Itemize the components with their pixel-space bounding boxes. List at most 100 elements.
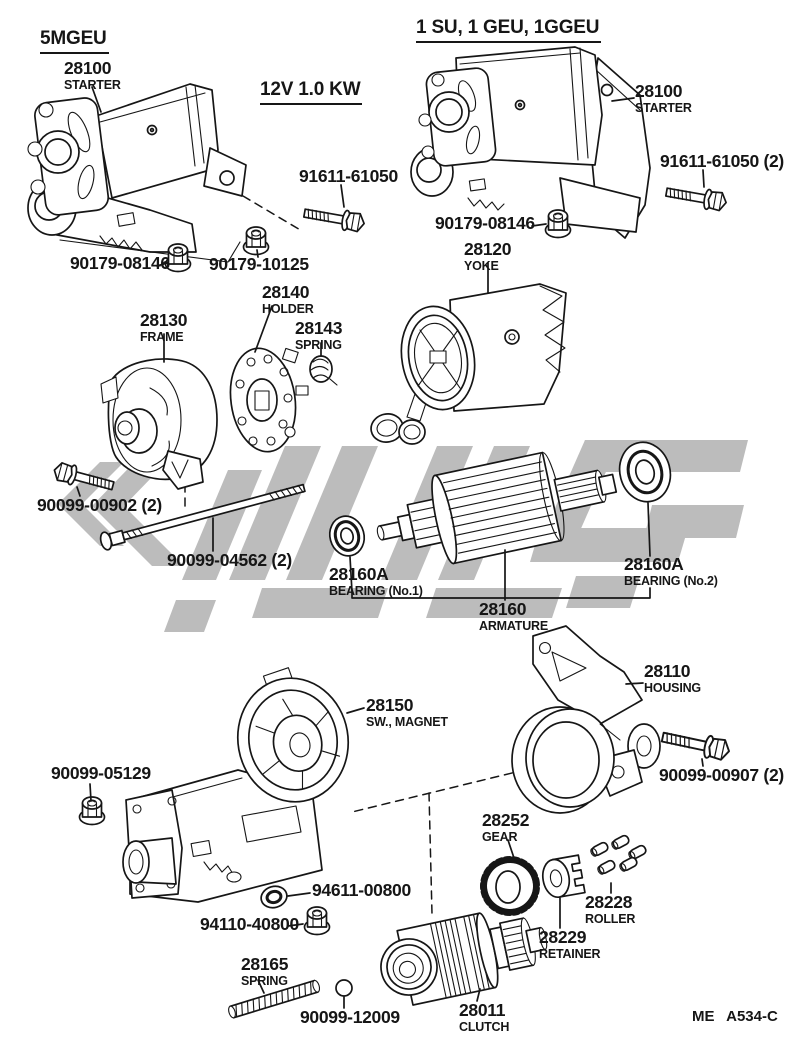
starter-assembly-right-drawing (410, 46, 651, 239)
variant-header-left: 5MGEU (40, 28, 109, 54)
magnet-switch-drawing (122, 667, 350, 903)
label-armature: 28160 ARMATURE (479, 599, 548, 633)
part-name: SPRING (295, 337, 342, 352)
retainer-drawing (541, 854, 586, 899)
label-drive-spring: 28165 SPRING (241, 954, 289, 988)
part-name: BEARING (No.1) (329, 583, 423, 598)
label-clutch: 28011 CLUTCH (459, 1000, 510, 1034)
bolt-91611-61050-right-drawing (663, 181, 729, 214)
label-yoke: 28120 YOKE (464, 239, 512, 273)
part-number: 28160 (479, 599, 527, 619)
part-number: 90099-05129 (51, 763, 151, 783)
part-name: HOLDER (262, 301, 314, 316)
label-bearing-no1: 28160A BEARING (No.1) (329, 564, 423, 598)
rollers-drawing (588, 833, 649, 877)
part-number: 94611-00800 (312, 880, 411, 900)
label-gear: 28252 GEAR (482, 810, 530, 844)
label-nut-90099-05129: 90099-05129 (51, 763, 151, 783)
washer-94611-00800-drawing (260, 885, 288, 909)
nut-90099-05129-drawing (78, 796, 106, 826)
housing-drawing (511, 625, 661, 814)
part-number: 90099-12009 (300, 1007, 400, 1027)
part-number: 94110-40800 (200, 914, 299, 934)
variant-header-right: 1 SU, 1 GEU, 1GGEU (416, 17, 602, 43)
part-number: 90099-00902 (2) (37, 495, 162, 515)
part-number: 90179-08146 (70, 253, 170, 273)
spec-header: 12V 1.0 KW (260, 79, 363, 105)
label-ball-90099-12009: 90099-12009 (300, 1007, 400, 1027)
label-magnet-switch: 28150 SW., MAGNET (366, 695, 448, 729)
part-number: 91611-61050 (2) (660, 151, 784, 171)
part-name: YOKE (464, 258, 499, 273)
label-nut-90179-10125: 90179-10125 (209, 255, 309, 274)
part-name: ROLLER (585, 911, 636, 926)
label-bearing-no2: 28160A BEARING (No.2) (624, 554, 718, 588)
label-brush-spring: 28143 SPRING (295, 318, 343, 352)
part-number: 28120 (464, 239, 512, 259)
nut-94110-40800-drawing (303, 906, 331, 936)
part-name: GEAR (482, 829, 518, 844)
label-nut-90179-08146-left: 90179-08146 (70, 253, 170, 273)
label-frame: 28130 FRAME (140, 310, 188, 344)
label-bolt-91611-left: 91611-61050 (299, 166, 398, 186)
part-number: 28100 (635, 81, 683, 101)
label-nut-94110-40800: 94110-40800 (200, 914, 299, 934)
part-number: 28252 (482, 810, 530, 830)
part-number: 28100 (64, 58, 112, 78)
part-number: 91611-61050 (299, 166, 398, 186)
gear-drawing (480, 856, 540, 916)
brush-spring-drawing (309, 355, 338, 386)
label-holder: 28140 HOLDER (262, 282, 314, 316)
nut-90179-10125-drawing (242, 226, 270, 256)
bearing-no2-drawing (618, 441, 672, 503)
clutch-drawing (380, 912, 548, 1006)
starter-assembly-left-drawing (27, 83, 247, 263)
page-code: ME A534-C (692, 1008, 778, 1025)
part-name: ARMATURE (479, 618, 548, 633)
part-name: BEARING (No.2) (624, 573, 718, 588)
part-number: 90099-04562 (2) (167, 550, 292, 570)
part-number: 28229 (539, 927, 587, 947)
label-stud-90099-04562: 90099-04562 (2) (167, 550, 292, 570)
bolt-90099-00907-drawing (659, 725, 733, 764)
part-number: 28130 (140, 310, 188, 330)
part-number: 28150 (366, 695, 414, 715)
label-starter-right: 28100 STARTER (635, 81, 692, 115)
label-bolt-90099-00907: 90099-00907 (2) (659, 765, 784, 785)
part-number: 28140 (262, 282, 310, 302)
bearing-no1-drawing (328, 515, 366, 557)
part-name: STARTER (64, 77, 121, 92)
frame-drawing (100, 358, 218, 490)
yoke-drawing (370, 283, 567, 445)
part-name: HOUSING (644, 680, 701, 695)
label-bolt-90099-00902: 90099-00902 (2) (37, 495, 162, 515)
label-retainer: 28229 RETAINER (539, 927, 601, 960)
part-number: 28165 (241, 954, 289, 974)
part-name: CLUTCH (459, 1019, 510, 1034)
part-number: 90179-08146 (435, 213, 535, 233)
armature-drawing (376, 451, 618, 565)
part-name: SW., MAGNET (366, 714, 448, 729)
part-number: 28228 (585, 892, 633, 912)
label-roller: 28228 ROLLER (585, 892, 636, 926)
part-number: 28160A (624, 554, 684, 574)
part-number: 28011 (459, 1000, 506, 1020)
ball-drawing (335, 979, 353, 997)
part-number: 90099-00907 (2) (659, 765, 784, 785)
part-name: SPRING (241, 973, 288, 988)
leader-lines (76, 86, 705, 1009)
part-name: FRAME (140, 329, 184, 344)
drive-spring-drawing (228, 979, 321, 1019)
label-washer-94611-00800: 94611-00800 (312, 880, 411, 900)
label-nut-90179-08146-right: 90179-08146 (435, 213, 535, 233)
part-number: 28143 (295, 318, 343, 338)
bolt-91611-61050-left-drawing (301, 202, 367, 235)
part-number: 28160A (329, 564, 389, 584)
label-housing: 28110 HOUSING (644, 662, 701, 695)
label-starter-left: 28100 STARTER (64, 58, 121, 92)
part-name: STARTER (635, 100, 692, 115)
stud-90099-04562-drawing (99, 483, 306, 551)
nut-90179-08146-right-drawing (544, 209, 572, 239)
